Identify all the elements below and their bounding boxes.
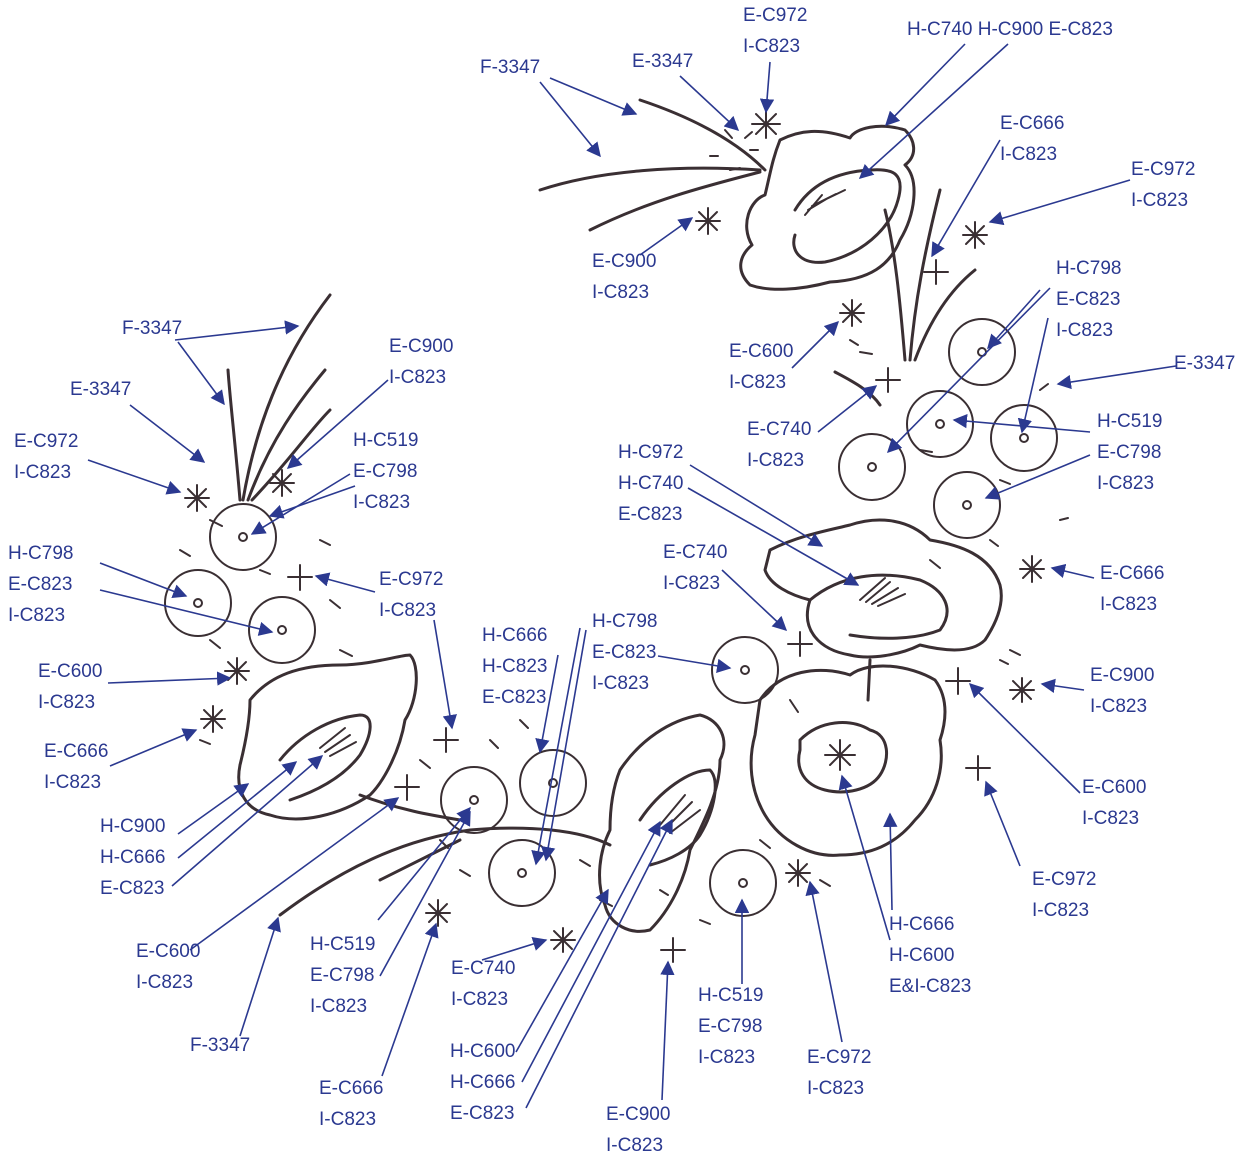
label-left-hc798: H-C798 E-C823 I-C823 [8,538,73,631]
label-left-e-c666: E-C666 I-C823 [44,736,108,798]
label-bottom-hc519-right: H-C519 E-C798 I-C823 [698,980,763,1073]
label-right-e-3347: E-3347 [1174,348,1235,379]
label-bottom-hc600: H-C600 H-C666 E-C823 [450,1036,515,1129]
leader-lines [88,44,1176,1108]
right-stems [835,190,975,405]
label-top-e-c900: E-C900 I-C823 [592,246,656,308]
label-right-e-c666: E-C666 I-C823 [1100,558,1164,620]
left-poppy [239,655,460,820]
label-left-e-c600: E-C600 I-C823 [38,656,102,718]
label-mid-e-c740: E-C740 I-C823 [747,414,811,476]
label-top-e-c972: E-C972 I-C823 [743,0,807,62]
label-left-f-3347: F-3347 [122,313,182,344]
label-bottom-e-c600: E-C600 I-C823 [136,936,200,998]
label-center-e-c740: E-C740 I-C823 [663,537,727,599]
label-big-flower-hc666: H-C666 H-C600 E&I-C823 [889,909,971,1002]
label-bottom-e-c972: E-C972 I-C823 [807,1042,871,1104]
label-right-e-c972: E-C972 I-C823 [1032,864,1096,926]
label-bottom-hc666: H-C666 H-C823 E-C823 [482,620,547,713]
label-mid-e-c600: E-C600 I-C823 [729,336,793,398]
label-left-poppy-hc900: H-C900 H-C666 E-C823 [100,811,165,904]
label-top-right-e-c972: E-C972 I-C823 [1131,154,1195,216]
label-center-hc972: H-C972 H-C740 E-C823 [618,437,683,530]
label-right-e-c900: E-C900 I-C823 [1090,660,1154,722]
label-left-e-c972: E-C972 I-C823 [14,426,78,488]
label-top-hc740-hc900-ec823: H-C740 H-C900 E-C823 [907,14,1113,45]
left-stems [228,295,330,500]
label-top-f-3347: F-3347 [480,52,540,83]
label-top-e-c666: E-C666 I-C823 [1000,108,1064,170]
asterisk-stitches [185,110,1044,962]
label-left-e-c900: E-C900 I-C823 [389,331,453,393]
label-bottom-f-3347: F-3347 [190,1030,250,1061]
label-left-hc519: H-C519 E-C798 I-C823 [353,425,418,518]
big-flower [751,660,945,855]
label-right-hc519: H-C519 E-C798 I-C823 [1097,406,1162,499]
label-bottom-e-c666: E-C666 I-C823 [319,1073,383,1135]
label-right-e-c600: E-C600 I-C823 [1082,772,1146,834]
label-bottom-e-c740: E-C740 I-C823 [451,953,515,1015]
label-top-e-3347: E-3347 [632,46,693,77]
label-left-mid-e-c972: E-C972 I-C823 [379,564,443,626]
label-right-hc798: H-C798 E-C823 I-C823 [1056,253,1121,346]
label-bottom-hc519-left: H-C519 E-C798 I-C823 [310,929,375,1022]
label-left-e-3347: E-3347 [70,374,131,405]
label-bottom-e-c900: E-C900 I-C823 [606,1099,670,1161]
label-bottom-hc798: H-C798 E-C823 I-C823 [592,606,657,699]
